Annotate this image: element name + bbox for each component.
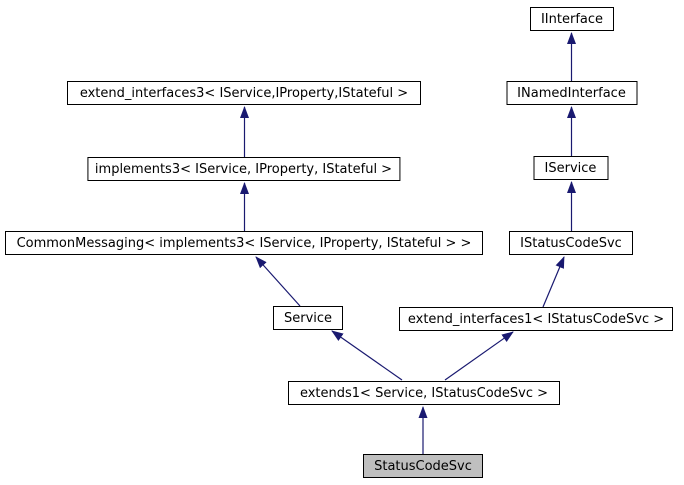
class-node-extend-interfaces3[interactable]: extend_interfaces3< IService,IProperty,I… [67, 81, 421, 105]
edge-service-to-commonmessaging [255, 256, 301, 307]
edge-extend-interfaces1-to-istatuscodesvc [542, 256, 565, 308]
class-node-implements3[interactable]: implements3< IService, IProperty, IState… [86, 157, 401, 181]
class-node-iinterface[interactable]: IInterface [530, 7, 614, 31]
class-node-commonmessaging[interactable]: CommonMessaging< implements3< IService, … [5, 231, 483, 255]
class-node-service[interactable]: Service [273, 306, 343, 330]
class-node-inamedinterface[interactable]: INamedInterface [506, 81, 637, 105]
class-node-extends1[interactable]: extends1< Service, IStatusCodeSvc > [288, 381, 560, 405]
class-node-istatuscodesvc[interactable]: IStatusCodeSvc [509, 231, 633, 255]
class-node-statuscodesvc-selected: StatusCodeSvc [363, 454, 483, 478]
class-node-iservice[interactable]: IService [533, 156, 608, 180]
class-node-extend-interfaces1[interactable]: extend_interfaces1< IStatusCodeSvc > [399, 307, 673, 331]
edge-extends1-to-service [331, 330, 403, 381]
edge-extends1-to-extend-interfaces1 [444, 331, 514, 381]
